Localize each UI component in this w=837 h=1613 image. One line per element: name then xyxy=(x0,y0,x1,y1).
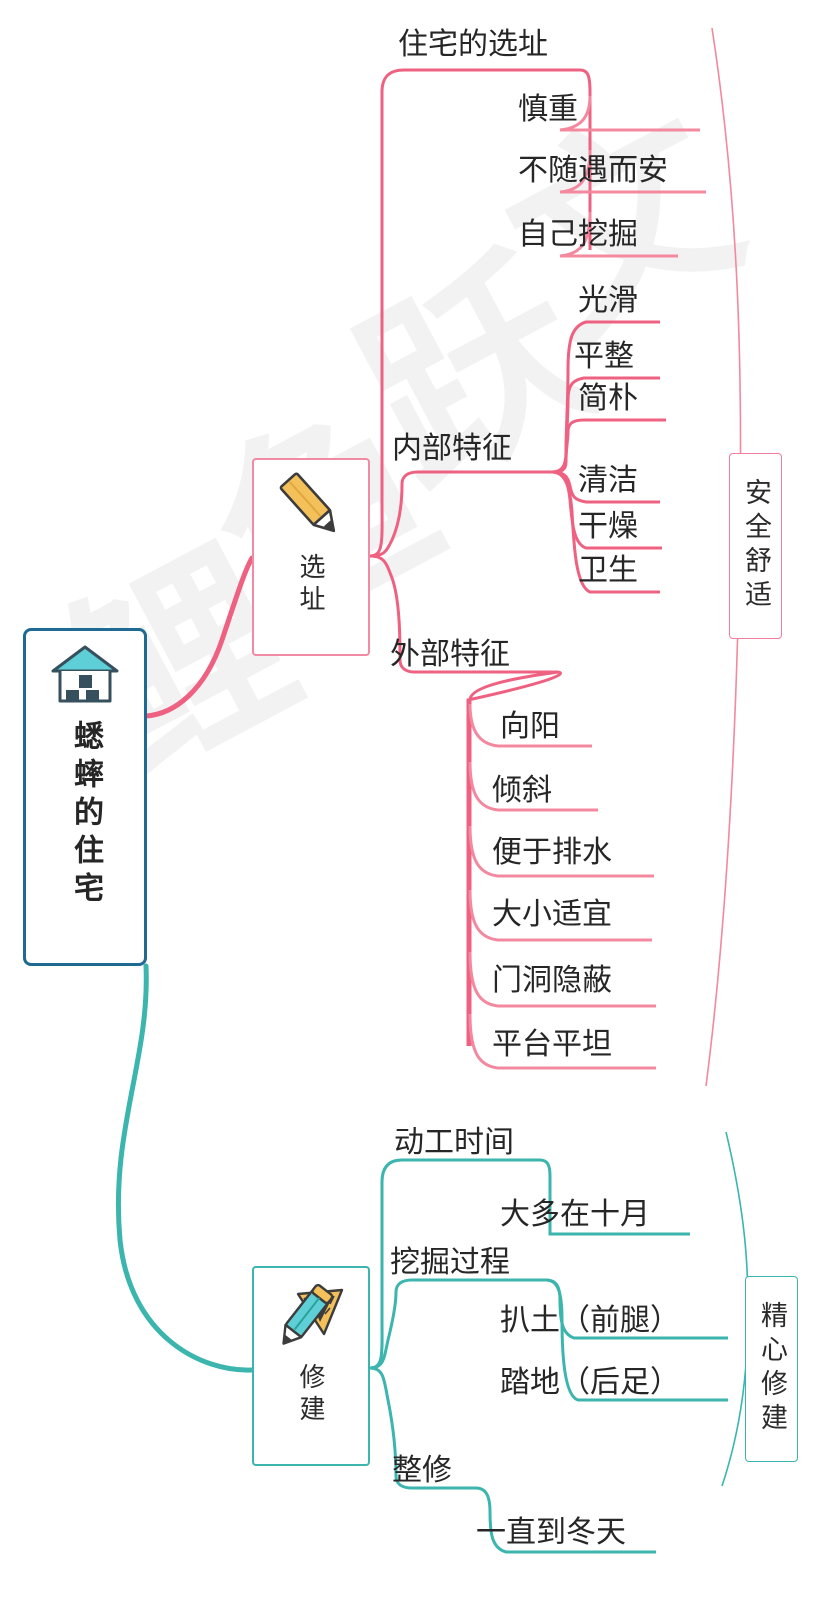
summary-box-jingxinxiujian[interactable]: 精心修建 xyxy=(745,1276,798,1462)
node-label-pingzheng[interactable]: 平整 xyxy=(574,340,634,373)
node-label-donggongshijian[interactable]: 动工时间 xyxy=(394,1126,514,1159)
node-label-shenzhong[interactable]: 慎重 xyxy=(518,93,578,126)
node-label-qingjie[interactable]: 清洁 xyxy=(578,464,638,497)
node-label-zhuzhaidexuanzhi[interactable]: 住宅的选址 xyxy=(398,28,548,61)
node-label-daxiaoshiyi[interactable]: 大小适宜 xyxy=(492,898,612,931)
summary-a-label: 安全舒适 xyxy=(741,478,771,614)
node-label-yizhidaodongtian[interactable]: 一直到冬天 xyxy=(476,1516,626,1549)
node-label-guanghua[interactable]: 光滑 xyxy=(578,284,638,317)
node-label-neibutezheng[interactable]: 内部特征 xyxy=(392,432,512,465)
node-label-tadi-houzu[interactable]: 踏地（后足） xyxy=(500,1366,680,1399)
house-icon xyxy=(48,643,122,714)
branch-node-xiujian[interactable]: 修建 xyxy=(252,1266,370,1466)
root-node[interactable]: 蟋蟀的住宅 xyxy=(23,628,147,966)
node-label-qingxie[interactable]: 倾斜 xyxy=(492,774,552,807)
summary-b-label: 精心修建 xyxy=(757,1301,787,1437)
pencil-ruler-icon xyxy=(268,1276,354,1361)
node-label-zijiwajue[interactable]: 自己挖掘 xyxy=(518,218,638,251)
node-label-ganzao[interactable]: 干燥 xyxy=(578,510,638,543)
branch-node-xuanzhi[interactable]: 选址 xyxy=(252,458,370,656)
node-label-patu-qiantui[interactable]: 扒土（前腿） xyxy=(500,1304,680,1337)
node-label-mendongyinbi[interactable]: 门洞隐蔽 xyxy=(492,964,612,997)
root-label: 蟋蟀的住宅 xyxy=(69,720,102,910)
node-label-weisheng[interactable]: 卫生 xyxy=(578,554,638,587)
node-label-wajueguocheng[interactable]: 挖掘过程 xyxy=(390,1246,510,1279)
node-label-busuiyuerian[interactable]: 不随遇而安 xyxy=(518,154,668,187)
node-label-waibutezheng[interactable]: 外部特征 xyxy=(390,638,510,671)
node-label-zhengxiu[interactable]: 整修 xyxy=(392,1454,452,1487)
summary-box-anquanshushi[interactable]: 安全舒适 xyxy=(729,453,782,639)
node-label-daduozaishiyue[interactable]: 大多在十月 xyxy=(500,1198,650,1231)
node-label-jianpu[interactable]: 简朴 xyxy=(578,382,638,415)
branch-b-label: 修建 xyxy=(296,1363,326,1427)
pencil-icon xyxy=(271,468,351,551)
branch-a-label: 选址 xyxy=(296,553,326,617)
node-label-xiangyang[interactable]: 向阳 xyxy=(500,710,560,743)
node-label-bianyupaishui[interactable]: 便于排水 xyxy=(492,836,612,869)
node-label-pingtaipingtan[interactable]: 平台平坦 xyxy=(492,1028,612,1061)
